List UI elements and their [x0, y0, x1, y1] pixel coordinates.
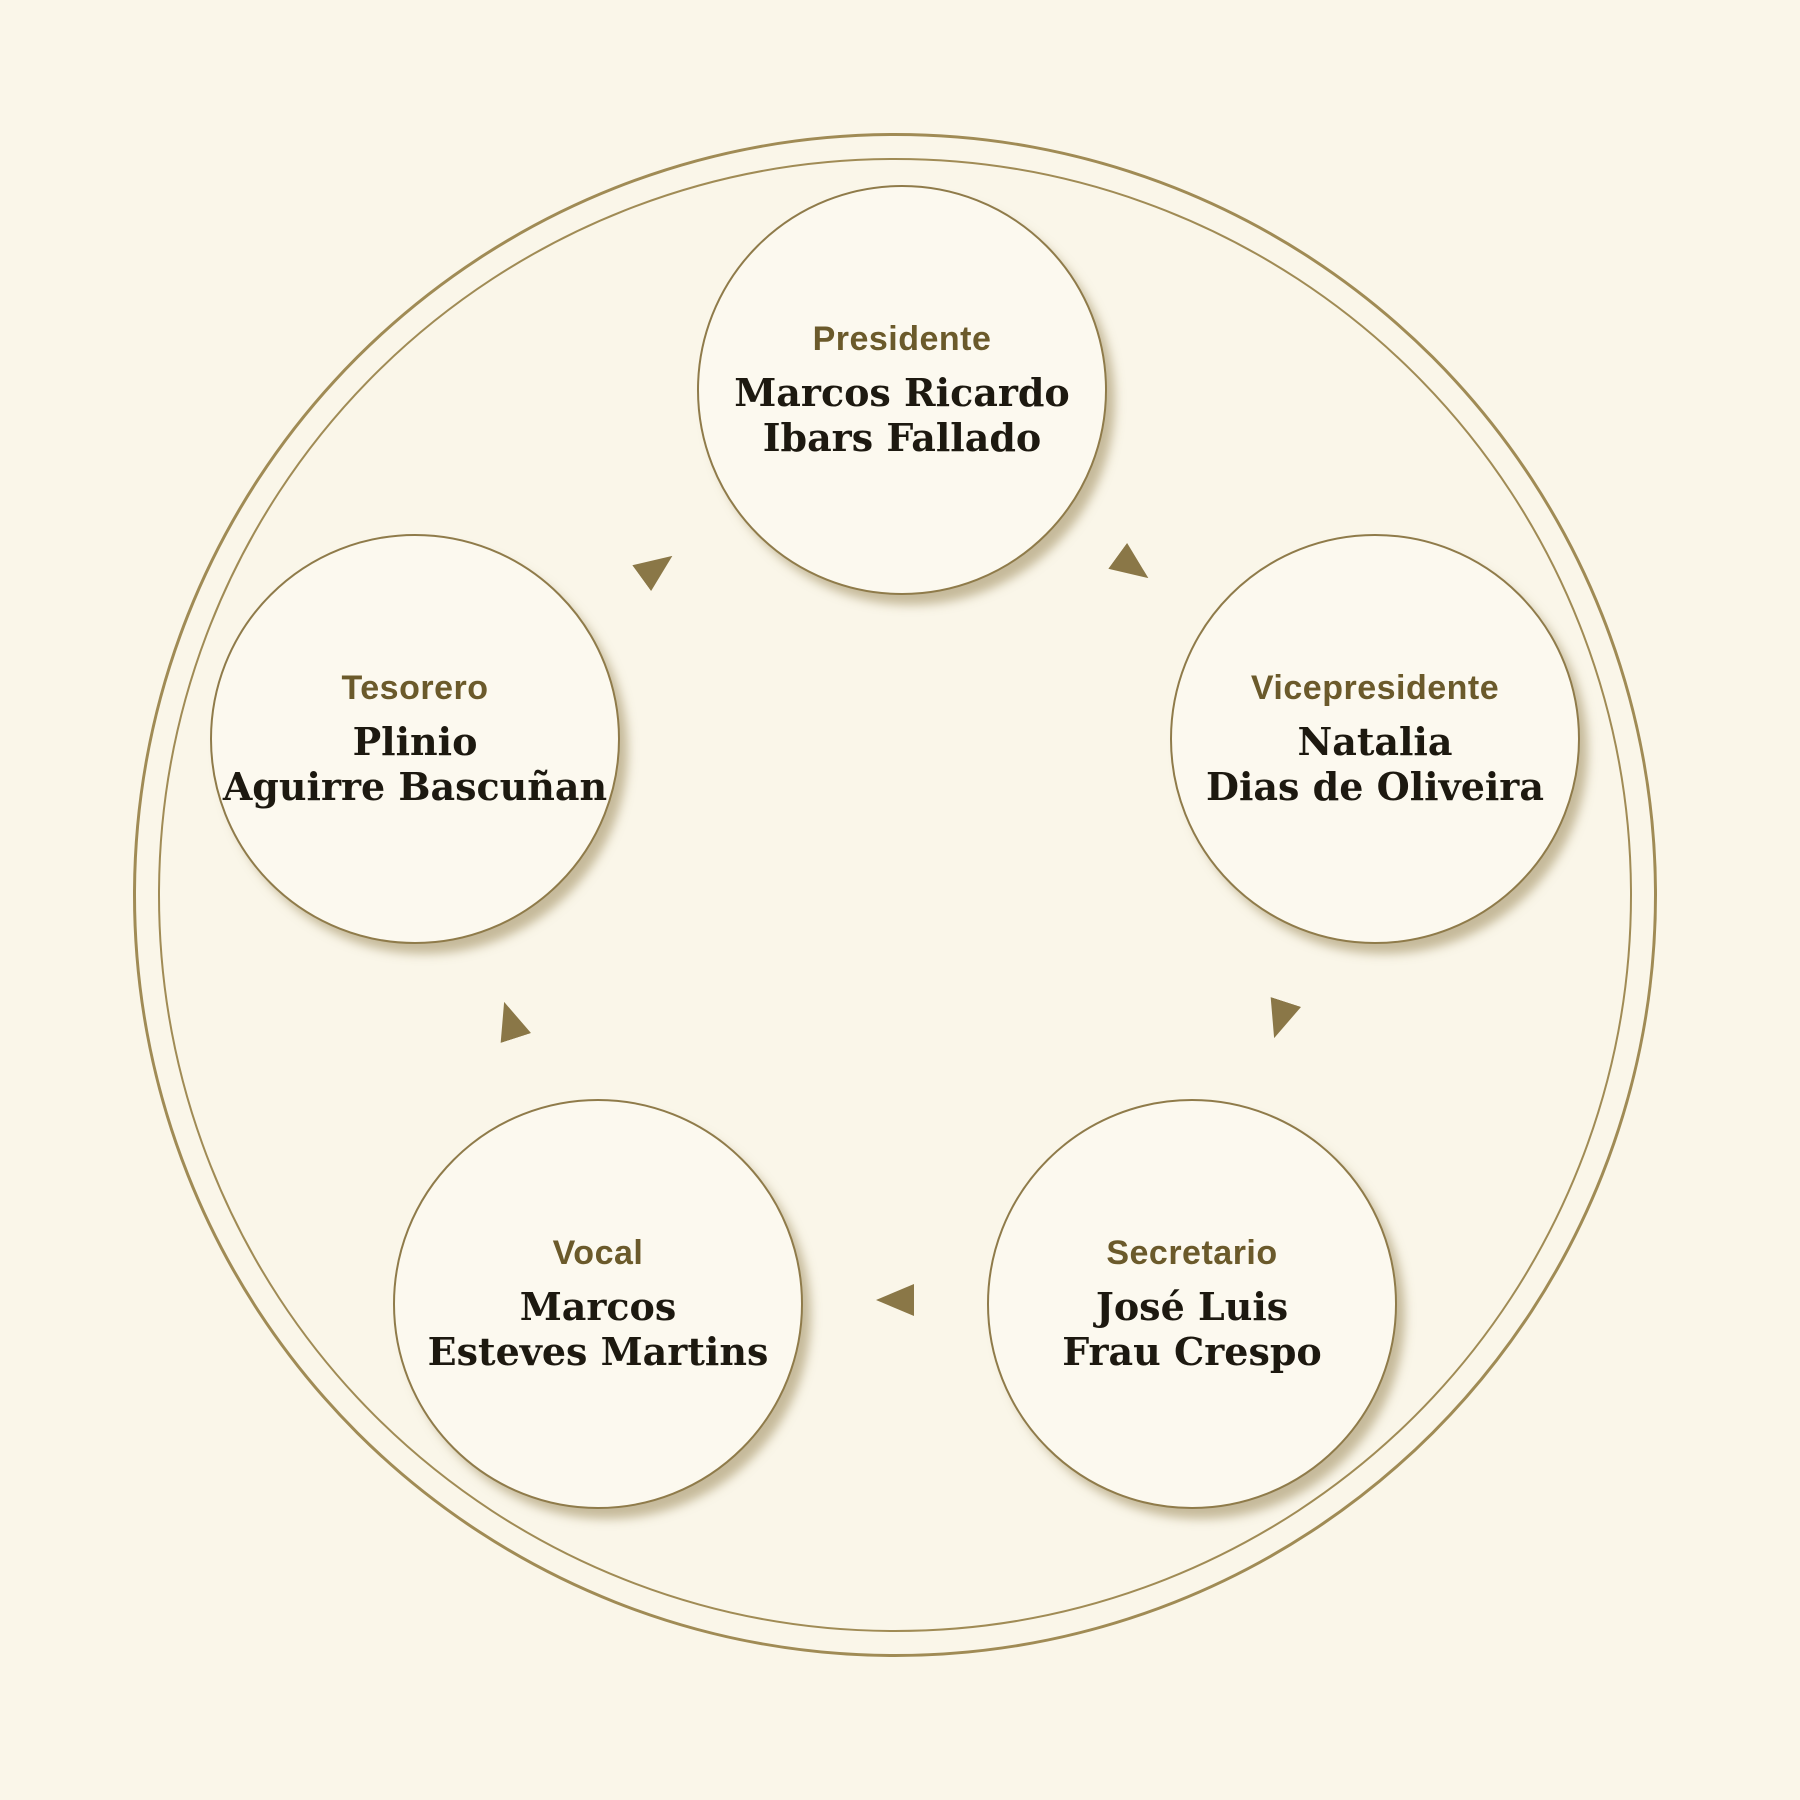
outer-ring [133, 133, 1657, 1657]
member-name-line2: Aguirre Bascuñan [222, 763, 608, 809]
member-name-line2: Ibars Fallado [762, 414, 1042, 460]
org-node-tesorero: Tesorero Plinio Aguirre Bascuñan [210, 534, 620, 944]
member-name-vicepresidente: Natalia Dias de Oliveira [1206, 718, 1544, 810]
member-name-line1: Marcos [519, 1283, 677, 1329]
org-node-vocal: Vocal Marcos Esteves Martins [393, 1099, 803, 1509]
role-title-vicepresidente: Vicepresidente [1250, 668, 1500, 707]
member-name-vocal: Marcos Esteves Martins [427, 1283, 769, 1375]
member-name-line1: José Luis [1095, 1283, 1289, 1329]
member-name-tesorero: Plinio Aguirre Bascuñan [222, 718, 608, 810]
role-title-presidente: Presidente [812, 319, 992, 358]
org-node-vicepresidente: Vicepresidente Natalia Dias de Oliveira [1170, 534, 1580, 944]
inner-ring [158, 158, 1632, 1632]
role-title-tesorero: Tesorero [341, 668, 489, 707]
member-name-secretario: José Luis Frau Crespo [1062, 1283, 1322, 1375]
member-name-line1: Marcos Ricardo [734, 369, 1070, 415]
member-name-line2: Dias de Oliveira [1206, 763, 1544, 809]
org-node-presidente: Presidente Marcos Ricardo Ibars Fallado [697, 185, 1107, 595]
member-name-line1: Natalia [1297, 718, 1453, 764]
member-name-line2: Esteves Martins [427, 1328, 769, 1374]
org-node-secretario: Secretario José Luis Frau Crespo [987, 1099, 1397, 1509]
member-name-presidente: Marcos Ricardo Ibars Fallado [734, 369, 1070, 461]
member-name-line1: Plinio [352, 718, 478, 764]
member-name-line2: Frau Crespo [1062, 1328, 1322, 1374]
role-title-vocal: Vocal [552, 1233, 644, 1272]
role-title-secretario: Secretario [1106, 1233, 1278, 1272]
